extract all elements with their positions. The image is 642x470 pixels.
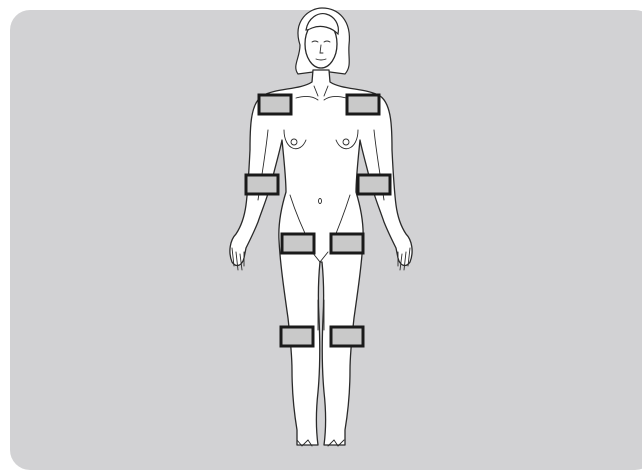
pad-left-knee: [281, 327, 313, 346]
pad-right-upper-arm: [358, 175, 390, 194]
pad-right-shoulder: [347, 95, 379, 114]
pad-right-thigh: [331, 234, 363, 253]
pad-left-shoulder: [259, 95, 291, 114]
pad-left-thigh: [282, 234, 314, 253]
pad-left-upper-arm: [246, 175, 278, 194]
body-outline: [230, 70, 412, 445]
body-diagram: [0, 0, 642, 452]
pad-right-knee: [331, 327, 363, 346]
